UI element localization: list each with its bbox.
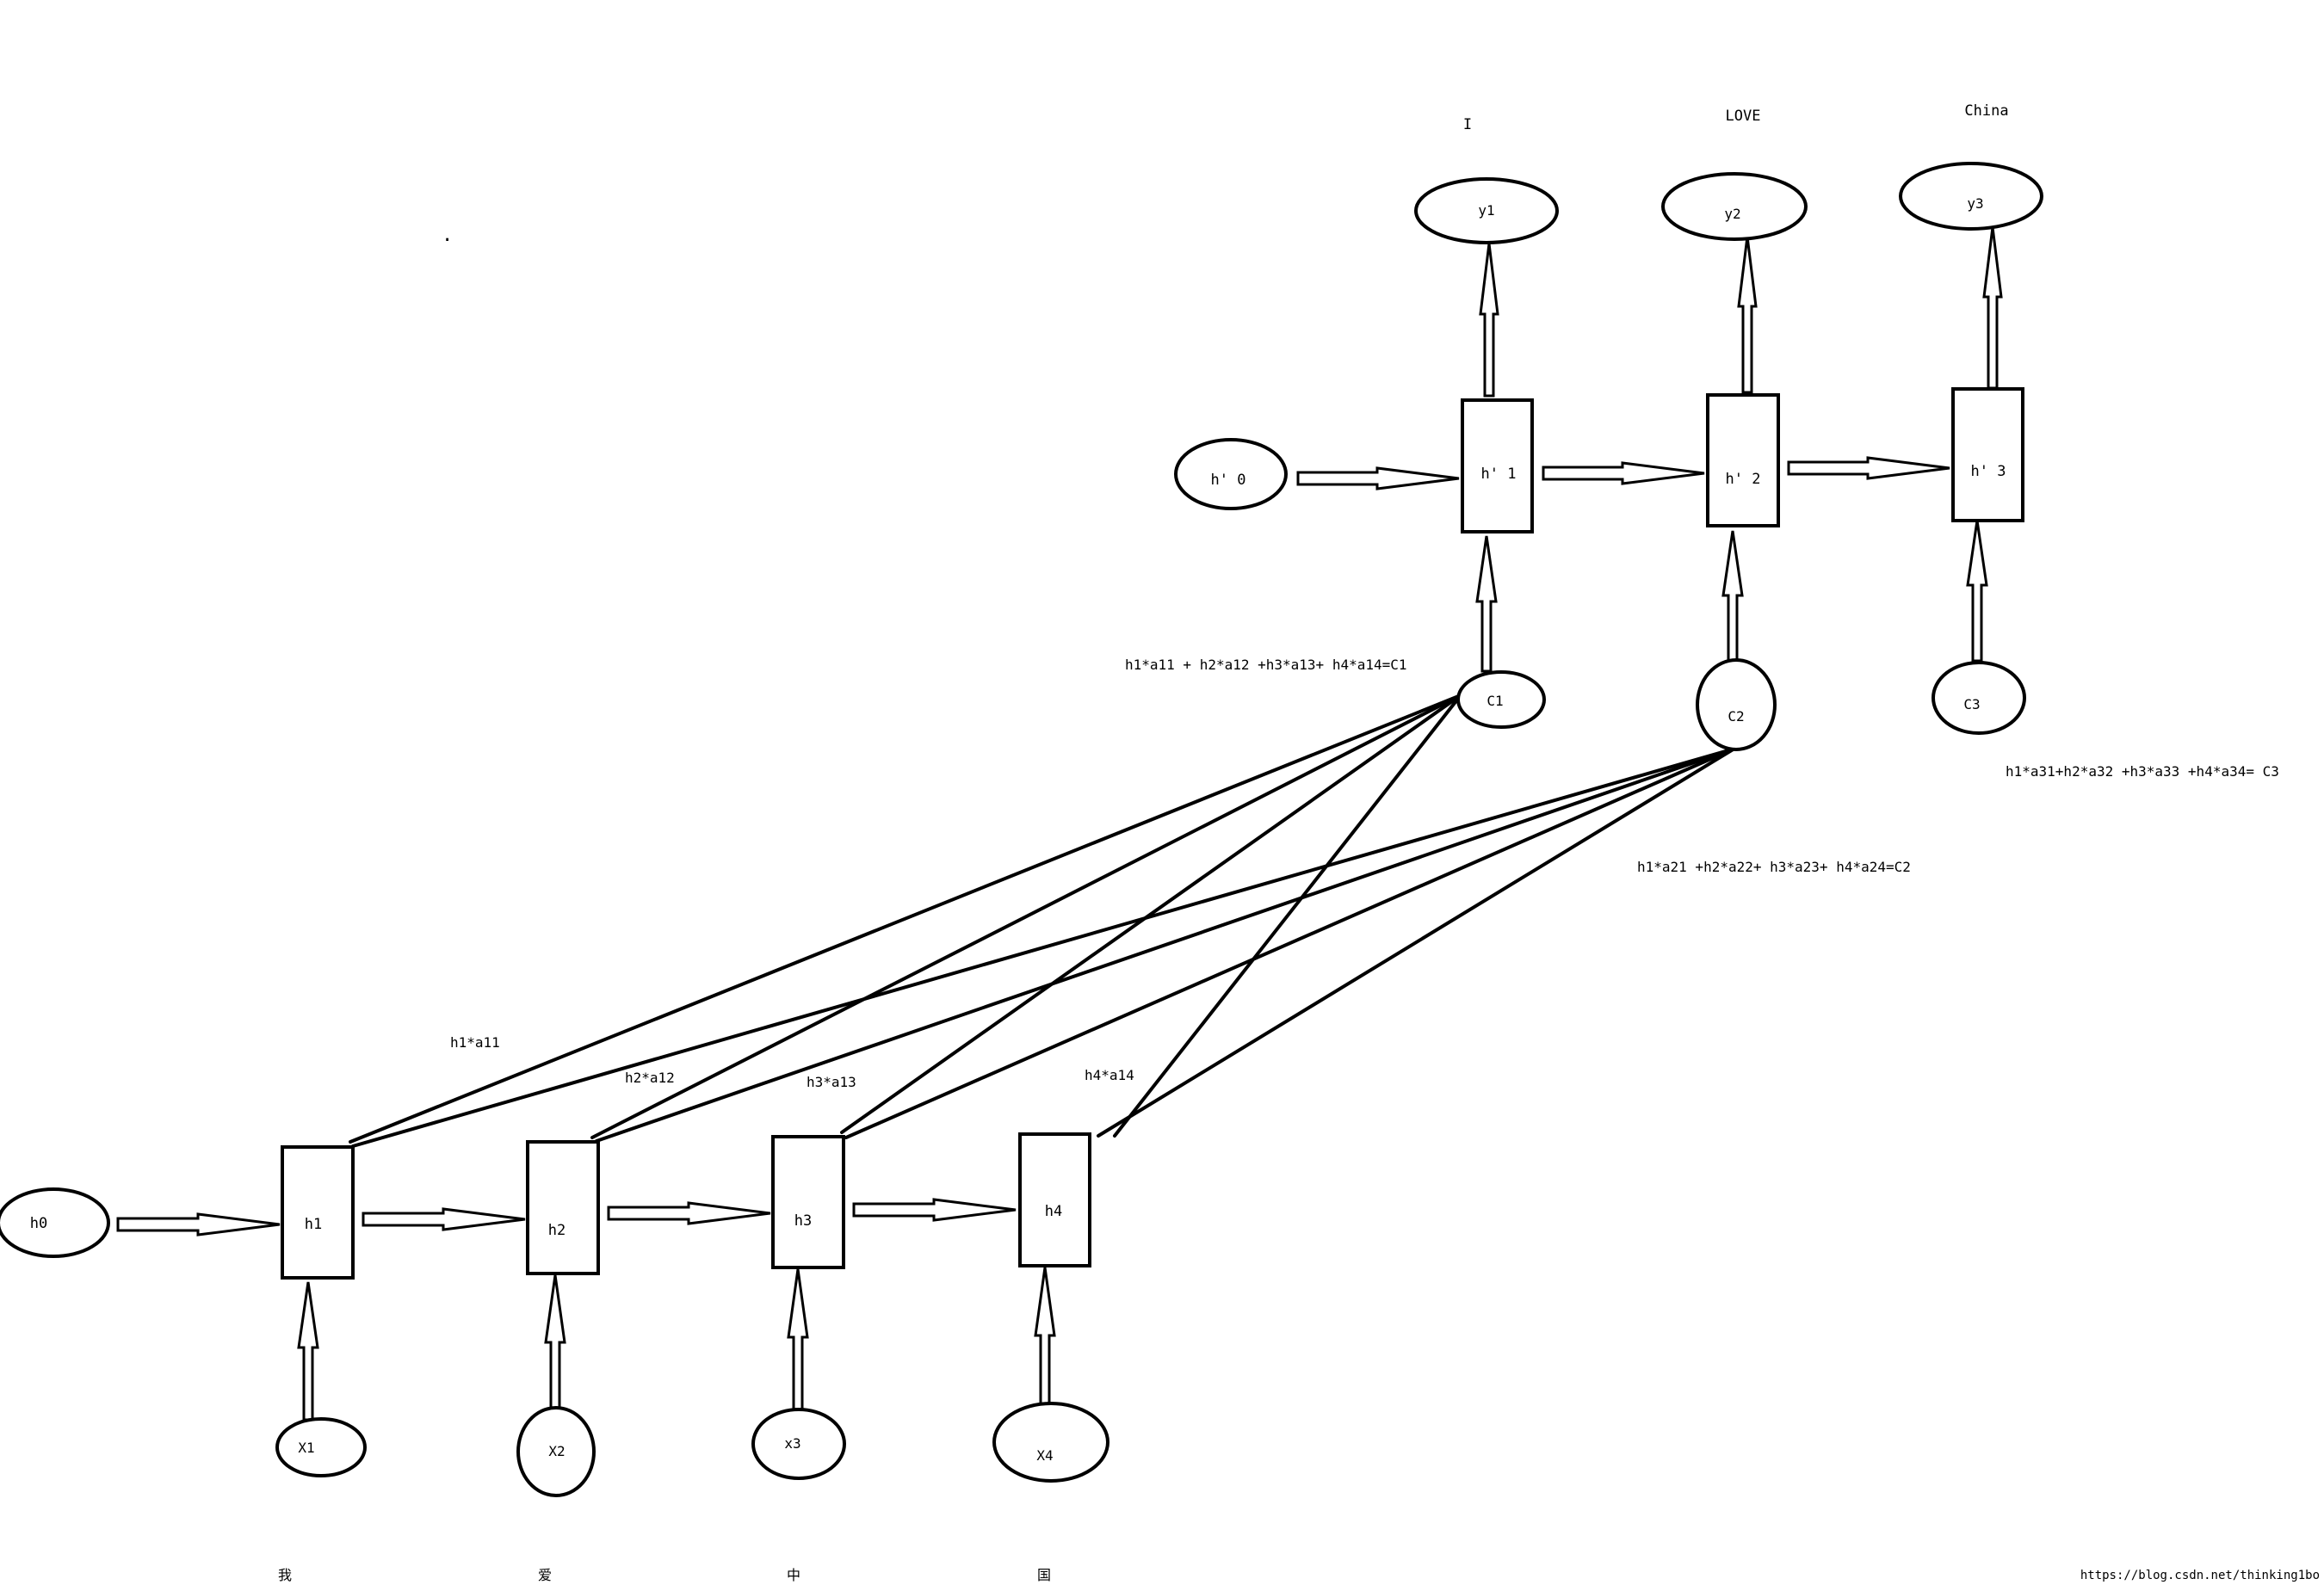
decoder-initial-label: h' 0 [1211, 472, 1246, 489]
watermark: https://blog.csdn.net/thinking1bo [2080, 1569, 2320, 1582]
context-c1-node [1456, 670, 1546, 729]
arrow-h'2-y2 [1737, 236, 1758, 394]
arrow-x4-h4 [1034, 1267, 1056, 1408]
arrow-h3-h4 [852, 1198, 1017, 1222]
y2-label: y2 [1724, 206, 1740, 222]
input-word-2: 爱 [538, 1567, 552, 1583]
attention-lines [349, 694, 1736, 1148]
input-word-4: 国 [1037, 1567, 1051, 1583]
context-c2-label: C2 [1728, 708, 1744, 725]
input-x3-node [751, 1408, 846, 1480]
recurrent-arrows [116, 456, 1950, 1237]
encoder-hidden-3-label: h3 [794, 1212, 812, 1230]
formula-c3: h1*a31+h2*a32 +h3*a33 +h4*a34= C3 [2006, 763, 2279, 780]
edge-h1-c1 [349, 694, 1462, 1144]
arrow-c3-h'3 [1966, 520, 1988, 663]
arrow-h'3-y3 [1982, 226, 2003, 390]
input-word-3: 中 [787, 1567, 800, 1583]
context-c1-label: C1 [1486, 693, 1503, 709]
arrow-h'1-y1 [1479, 243, 1499, 398]
arrow-h1-h2 [362, 1207, 526, 1231]
arrow-x1-h1 [297, 1281, 319, 1422]
edge-h1-c2 [351, 747, 1736, 1148]
decoder-hidden-3-label: h' 3 [1971, 463, 2006, 480]
edge-h2-c2 [595, 747, 1736, 1143]
decoder-hidden-2-label: h' 2 [1726, 471, 1761, 488]
encoder-hidden-3 [771, 1135, 845, 1269]
encoder-hidden-4 [1018, 1132, 1091, 1267]
arrow-h2-h3 [607, 1201, 771, 1225]
arrow-c2-h'2 [1721, 530, 1744, 664]
y2-node [1661, 172, 1808, 241]
edge-h3-c2 [844, 747, 1736, 1139]
decoder-initial-state [1174, 438, 1288, 510]
decoder-hidden-2 [1706, 393, 1780, 527]
input-x1-label: X1 [298, 1440, 314, 1456]
formula-c2: h1*a21 +h2*a22+ h3*a23+ h4*a24=C2 [1637, 859, 1911, 875]
decoder: I LOVE China y1 y2 y3 h' 0 h' 1 h' 2 h' … [1174, 102, 2043, 751]
stray-dot: . [442, 225, 453, 246]
output-word-1: I [1463, 116, 1472, 133]
y3-label: y3 [1967, 195, 1983, 212]
encoder-hidden-1 [281, 1145, 355, 1280]
encoder-hidden-2-label: h2 [548, 1222, 566, 1239]
arrow-x2-h2 [544, 1274, 566, 1413]
output-word-3: China [1964, 102, 2008, 120]
arrow-c1-h'1 [1475, 535, 1498, 673]
edge-label-h3a13: h3*a13 [807, 1074, 856, 1090]
edge-h4-c1 [1113, 694, 1462, 1138]
input-x4-label: X4 [1036, 1447, 1053, 1464]
encoder-hidden-4-label: h4 [1045, 1203, 1062, 1220]
edge-label-h2a12: h2*a12 [625, 1070, 675, 1086]
edge-h2-c1 [590, 694, 1462, 1139]
context-c3-node [1932, 661, 2026, 735]
y1-node [1414, 177, 1559, 244]
output-word-2: LOVE [1726, 108, 1761, 125]
input-x1-node [275, 1417, 367, 1477]
edge-label-h1a11: h1*a11 [450, 1034, 500, 1051]
arrow-h'2-h'3 [1787, 456, 1950, 480]
arrow-h'1-h'2 [1542, 461, 1705, 485]
arrow-h0-h1 [116, 1212, 281, 1237]
arrow-x3-h3 [787, 1268, 809, 1413]
y1-label: y1 [1478, 202, 1494, 219]
formula-c1: h1*a11 + h2*a12 +h3*a13+ h4*a14=C1 [1125, 657, 1407, 673]
context-c3-label: C3 [1963, 696, 1980, 712]
edge-label-h4a14: h4*a14 [1085, 1067, 1134, 1083]
input-x2-label: X2 [548, 1443, 565, 1459]
decoder-hidden-3 [1951, 387, 2024, 522]
edge-h3-c1 [840, 694, 1462, 1134]
encoder: h0 h1 h2 h3 h4 X1 X2 x3 X4 我 爱 中 国 [0, 1132, 1109, 1583]
context-c2-node [1696, 658, 1777, 751]
arrow-h'0-h'1 [1296, 466, 1460, 490]
input-x3-label: x3 [784, 1435, 800, 1452]
decoder-hidden-1 [1461, 398, 1534, 533]
vertical-arrows [297, 226, 2003, 1422]
input-x4-node [992, 1402, 1109, 1483]
y3-node [1899, 162, 2043, 231]
decoder-hidden-1-label: h' 1 [1481, 466, 1517, 483]
edge-h4-c2 [1097, 747, 1736, 1138]
input-x2-node [516, 1406, 596, 1497]
input-word-1: 我 [278, 1567, 292, 1583]
encoder-initial-label: h0 [30, 1215, 47, 1232]
encoder-hidden-2 [526, 1140, 600, 1275]
encoder-initial-state [0, 1187, 110, 1258]
annotations: h1*a11 + h2*a12 +h3*a13+ h4*a14=C1 h1*a2… [442, 225, 2279, 1090]
encoder-hidden-1-label: h1 [305, 1216, 322, 1233]
